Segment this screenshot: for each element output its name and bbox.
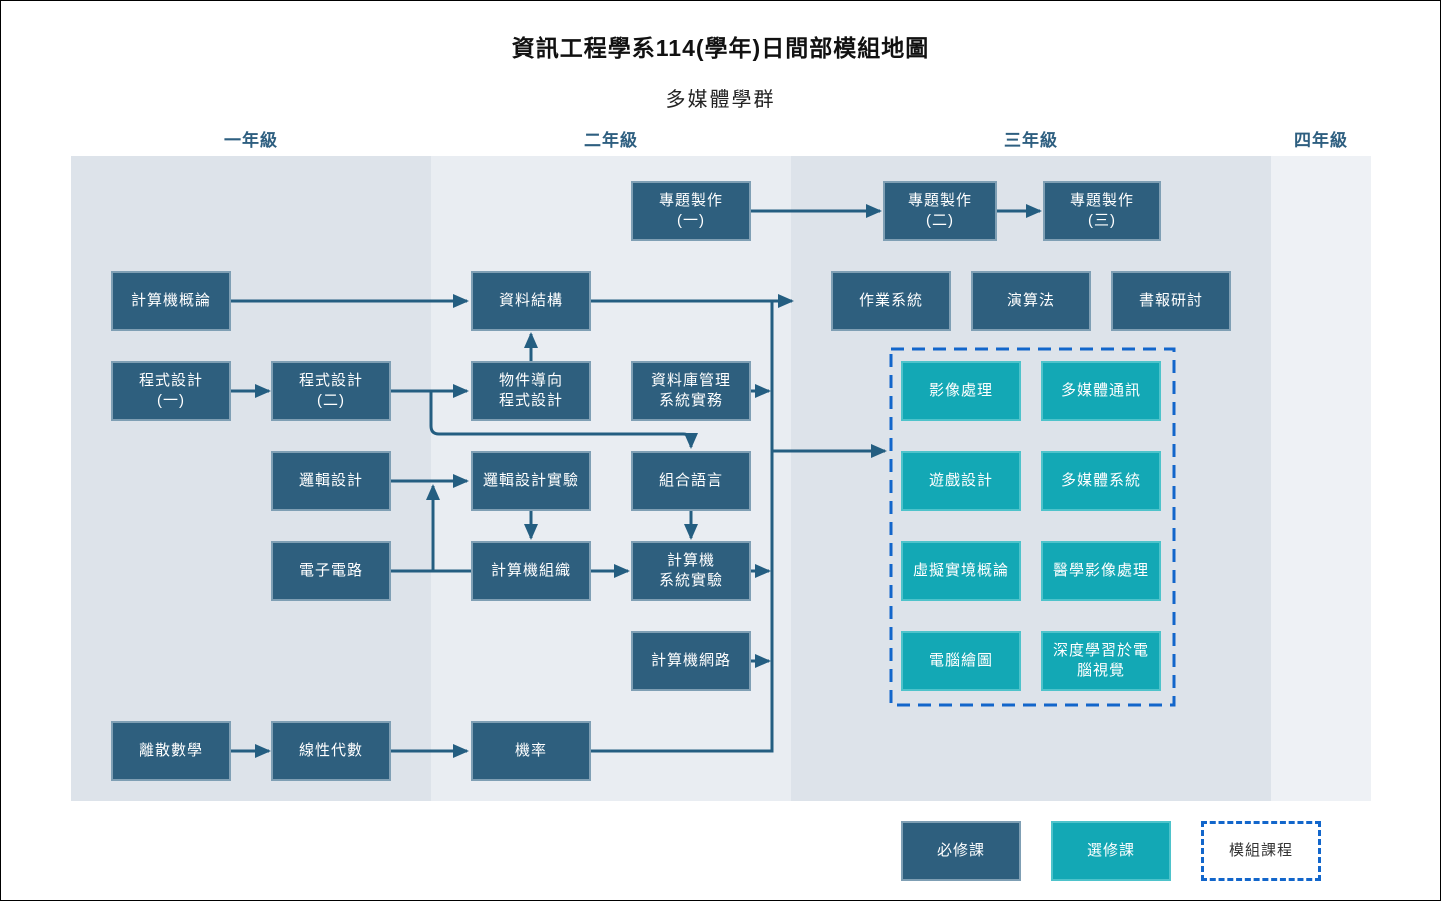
course-label: 專題製作 (二): [907, 192, 972, 229]
course-label: 物件導向 程式設計: [498, 372, 563, 409]
course-label: 計算機 系統實驗: [658, 552, 723, 589]
course-label: 書報研討: [1138, 292, 1203, 310]
course-box-med-img: 醫學影像處理: [1041, 541, 1161, 601]
course-label: 邏輯設計實驗: [482, 472, 579, 490]
legend-elective-label: 選修課: [1086, 842, 1135, 860]
module-group-subtitle: 多媒體學群: [665, 89, 776, 111]
course-box-vr: 虛擬實境概論: [901, 541, 1021, 601]
course-box-circuits: 電子電路: [271, 541, 391, 601]
course-box-prog2: 程式設計 (二): [271, 361, 391, 421]
legend-required-course: 必修課: [901, 821, 1021, 881]
course-label: 專題製作 (三): [1069, 192, 1134, 229]
course-label: 計算機概論: [130, 292, 211, 310]
course-box-linear: 線性代數: [271, 721, 391, 781]
course-box-algo: 演算法: [971, 271, 1091, 331]
course-box-game: 遊戲設計: [901, 451, 1021, 511]
course-label: 虛擬實境概論: [912, 562, 1009, 580]
course-box-comp-org: 計算機組織: [471, 541, 591, 601]
year4-column-background: [1271, 156, 1371, 801]
course-box-oop: 物件導向 程式設計: [471, 361, 591, 421]
course-box-discrete: 離散數學: [111, 721, 231, 781]
course-box-prob: 機率: [471, 721, 591, 781]
course-label: 電子電路: [298, 562, 363, 580]
course-box-proj1: 專題製作 (一): [631, 181, 751, 241]
column-header-year1: 一年級: [224, 131, 278, 150]
course-box-ds: 資料結構: [471, 271, 591, 331]
course-label: 作業系統: [858, 292, 923, 310]
course-label: 影像處理: [928, 382, 993, 400]
course-label: 專題製作 (一): [658, 192, 723, 229]
column-header-year3: 三年級: [1004, 131, 1058, 150]
legend-required-label: 必修課: [936, 842, 985, 860]
course-label: 遊戲設計: [928, 472, 993, 490]
course-label: 程式設計 (一): [138, 372, 203, 409]
course-box-cg: 電腦繪圖: [901, 631, 1021, 691]
course-box-asm: 組合語言: [631, 451, 751, 511]
course-label: 資料結構: [498, 292, 563, 310]
course-label: 離散數學: [138, 742, 203, 760]
course-box-prog1: 程式設計 (一): [111, 361, 231, 421]
course-box-mm-comm: 多媒體通訊: [1041, 361, 1161, 421]
course-box-os: 作業系統: [831, 271, 951, 331]
course-label: 線性代數: [298, 742, 363, 760]
course-box-intro-cs: 計算機概論: [111, 271, 231, 331]
course-label: 計算機網路: [650, 652, 731, 670]
course-box-img: 影像處理: [901, 361, 1021, 421]
course-label: 機率: [514, 742, 547, 760]
course-box-dbms: 資料庫管理 系統實務: [631, 361, 751, 421]
legend-elective-course: 選修課: [1051, 821, 1171, 881]
column-header-year2: 二年級: [584, 131, 638, 150]
course-label: 資料庫管理 系統實務: [650, 372, 731, 409]
legend-module-label: 模組課程: [1228, 842, 1293, 860]
page-title: 資訊工程學系114(學年)日間部模組地圖: [511, 35, 930, 61]
course-label: 組合語言: [658, 472, 723, 490]
course-box-logic: 邏輯設計: [271, 451, 391, 511]
course-box-dl-cv: 深度學習於電 腦視覺: [1041, 631, 1161, 691]
course-label: 多媒體系統: [1060, 472, 1141, 490]
course-box-sys-lab: 計算機 系統實驗: [631, 541, 751, 601]
course-label: 醫學影像處理: [1052, 562, 1149, 580]
column-header-year4: 四年級: [1294, 131, 1348, 150]
course-box-net: 計算機網路: [631, 631, 751, 691]
course-label: 多媒體通訊: [1060, 382, 1141, 400]
course-box-proj2: 專題製作 (二): [883, 181, 997, 241]
course-label: 電腦繪圖: [928, 652, 993, 670]
course-label: 程式設計 (二): [298, 372, 363, 409]
course-label: 邏輯設計: [298, 472, 363, 490]
course-box-mm-sys: 多媒體系統: [1041, 451, 1161, 511]
course-box-logic-lab: 邏輯設計實驗: [471, 451, 591, 511]
course-label: 計算機組織: [490, 562, 571, 580]
year3-column-background: [791, 156, 1271, 801]
legend-module-course: 模組課程: [1201, 821, 1321, 881]
course-label: 深度學習於電 腦視覺: [1052, 642, 1149, 679]
course-label: 演算法: [1006, 292, 1055, 310]
course-box-proj3: 專題製作 (三): [1043, 181, 1161, 241]
course-box-seminar: 書報研討: [1111, 271, 1231, 331]
